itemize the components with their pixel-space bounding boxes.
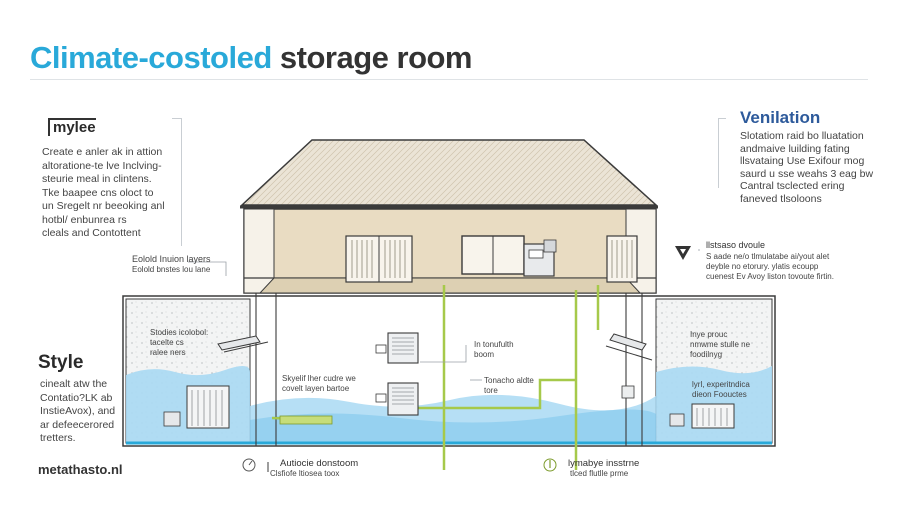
green-pipe-duct — [418, 378, 576, 410]
right-room-label-1: Inye prouc nmwme stulle ne foodilnyg — [690, 330, 751, 359]
brand-logo: mylee — [48, 118, 96, 136]
gauge-icon — [242, 458, 256, 472]
right-side-hatch — [621, 385, 635, 399]
right-room-label-2: lyrl, experitndica dieon Foouctes — [692, 380, 750, 399]
left-room-shelves — [163, 385, 230, 429]
left-top-bracket-end — [172, 118, 182, 119]
brand-footer: metathasto.nl — [38, 462, 123, 477]
brand-logo-text: mylee — [53, 119, 96, 136]
upper-room-left-wall — [243, 208, 275, 294]
basement-hvac-lower — [375, 382, 419, 416]
page-title: Climate-costoled storage room — [30, 40, 473, 76]
bottom-left-title: Autiocie donstoom — [280, 458, 359, 469]
bottom-right-title: lymabye insstrne — [568, 458, 640, 469]
water-center — [250, 394, 656, 443]
left-room-label-2: Skyelif lher cudre we covelt layen barto… — [282, 374, 356, 393]
upper-hvac-unit — [523, 239, 557, 277]
insulation-title: Eolold Inuion layers — [132, 254, 211, 264]
upper-rack-right — [606, 235, 638, 283]
left-bottom-paragraph: cinealt atw the Contatio?LK ab InstieAvo… — [40, 378, 116, 444]
leader-center-1 — [420, 345, 467, 363]
left-top-paragraph: Create e anler ak in attion altoratione-… — [42, 146, 165, 239]
center-label-1: In tonufulth boom — [474, 340, 514, 359]
left-bottom-heading: Style — [38, 352, 84, 373]
bottom-right-subtitle: tlced flutlle prme — [570, 469, 629, 478]
right-room-vent — [605, 333, 653, 361]
upper-floor-fill — [258, 277, 642, 294]
insulation-subtitle: Eolold bnstes lou lane — [132, 265, 211, 274]
left-top-bracket — [181, 118, 182, 246]
right-top-paragraph: Slotatiom raid bo lluatation andmaive lu… — [740, 130, 874, 205]
basement-hvac-upper — [375, 332, 419, 364]
left-room-vent — [217, 335, 269, 353]
right-top-heading: Venilation — [740, 108, 821, 127]
water-center-dark — [250, 409, 656, 443]
upper-window-center — [461, 235, 525, 275]
right-middle-paragraph: S aade ne/o tlmulatabe ai/yout alet deyb… — [706, 252, 834, 281]
title-accent: Climate-costoled — [30, 40, 272, 75]
title-divider — [30, 79, 868, 80]
bottom-left-subtitle: Clsfiofe ltiosea toox — [270, 469, 340, 478]
right-top-bracket-end — [718, 118, 726, 119]
upper-rack-left — [345, 235, 413, 283]
center-label-2: Tonacho aldte tore — [484, 376, 534, 395]
triangle-marker-icon — [674, 244, 692, 262]
thermometer-icon — [543, 458, 557, 472]
title-rest: storage room — [279, 40, 473, 75]
right-top-bracket — [718, 118, 719, 188]
leader-insulation — [188, 261, 227, 276]
right-room-shelves — [669, 403, 735, 429]
roof — [240, 139, 658, 206]
green-panel — [279, 415, 333, 425]
left-room-label-1: Stodies icolobol: tacelte cs ralee ners — [150, 328, 209, 357]
right-middle-heading: llstsaso dvoule — [706, 240, 766, 250]
